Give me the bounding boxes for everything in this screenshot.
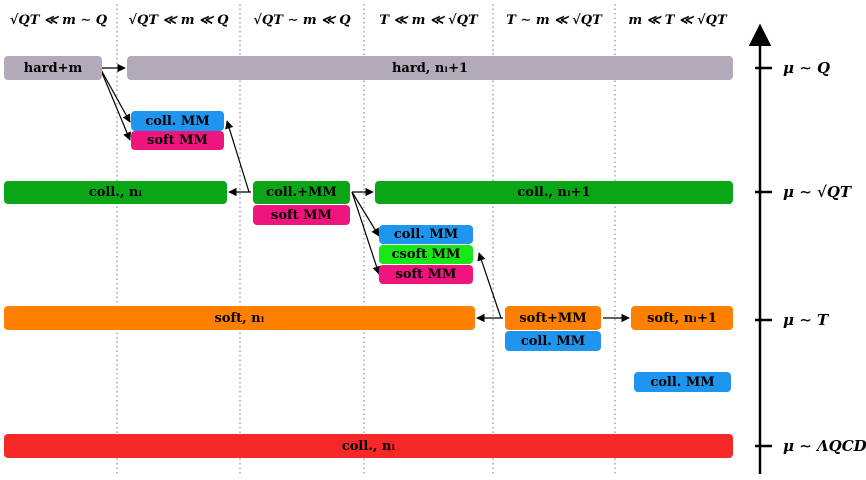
arrow [99,67,131,141]
scale-label-lambda-qcd: μ ∼ ΛQCD [783,437,866,455]
column-header: T ∼ m ≪ √QT [506,12,602,28]
arrows [99,63,630,323]
coll-mm-box: coll. MM [131,111,224,131]
column-header: √QT ≪ m ∼ Q [9,12,108,28]
coll-mm-box: coll. MM [634,372,731,392]
hard-m-box: hard+m [4,56,102,80]
scale-label-q: μ ∼ Q [783,59,831,77]
arrow [477,252,502,319]
scale-axis [748,23,772,474]
coll-mm-box: coll. MM [379,225,473,244]
soft-nl1-box: soft, nₗ+1 [631,306,733,330]
arrow [225,120,250,193]
soft-mm-box: soft MM [379,265,473,284]
coll-plus-mm-box: coll.+MM [253,181,350,204]
hard-nl1-box: hard, nₗ+1 [127,56,733,80]
coll-nl1-box: coll., nₗ+1 [375,181,733,204]
scale-label-sqrt-qt: μ ∼ √QT [783,183,852,201]
soft-mm-box: soft MM [131,131,224,150]
arrow [99,67,131,123]
column-header: T ≪ m ≪ √QT [379,12,478,28]
soft-plus-mm-box: soft+MM [505,306,601,330]
soft-mm-box: soft MM [253,205,350,225]
arrow [351,191,380,237]
soft-nl-box: soft, nₗ [4,306,475,330]
coll-nl-box: coll., nₗ [4,181,227,204]
csoft-mm-box: csoft MM [379,245,473,264]
arrow [351,191,381,275]
coll-nl-qcd-box: coll., nₗ [4,434,733,458]
column-header: √QT ∼ m ≪ Q [253,12,351,28]
scale-label-t: μ ∼ T [783,311,829,329]
column-header: √QT ≪ m ≪ Q [128,12,229,28]
column-header: m ≪ T ≪ √QT [628,12,727,28]
coll-mm-box: coll. MM [505,331,601,351]
